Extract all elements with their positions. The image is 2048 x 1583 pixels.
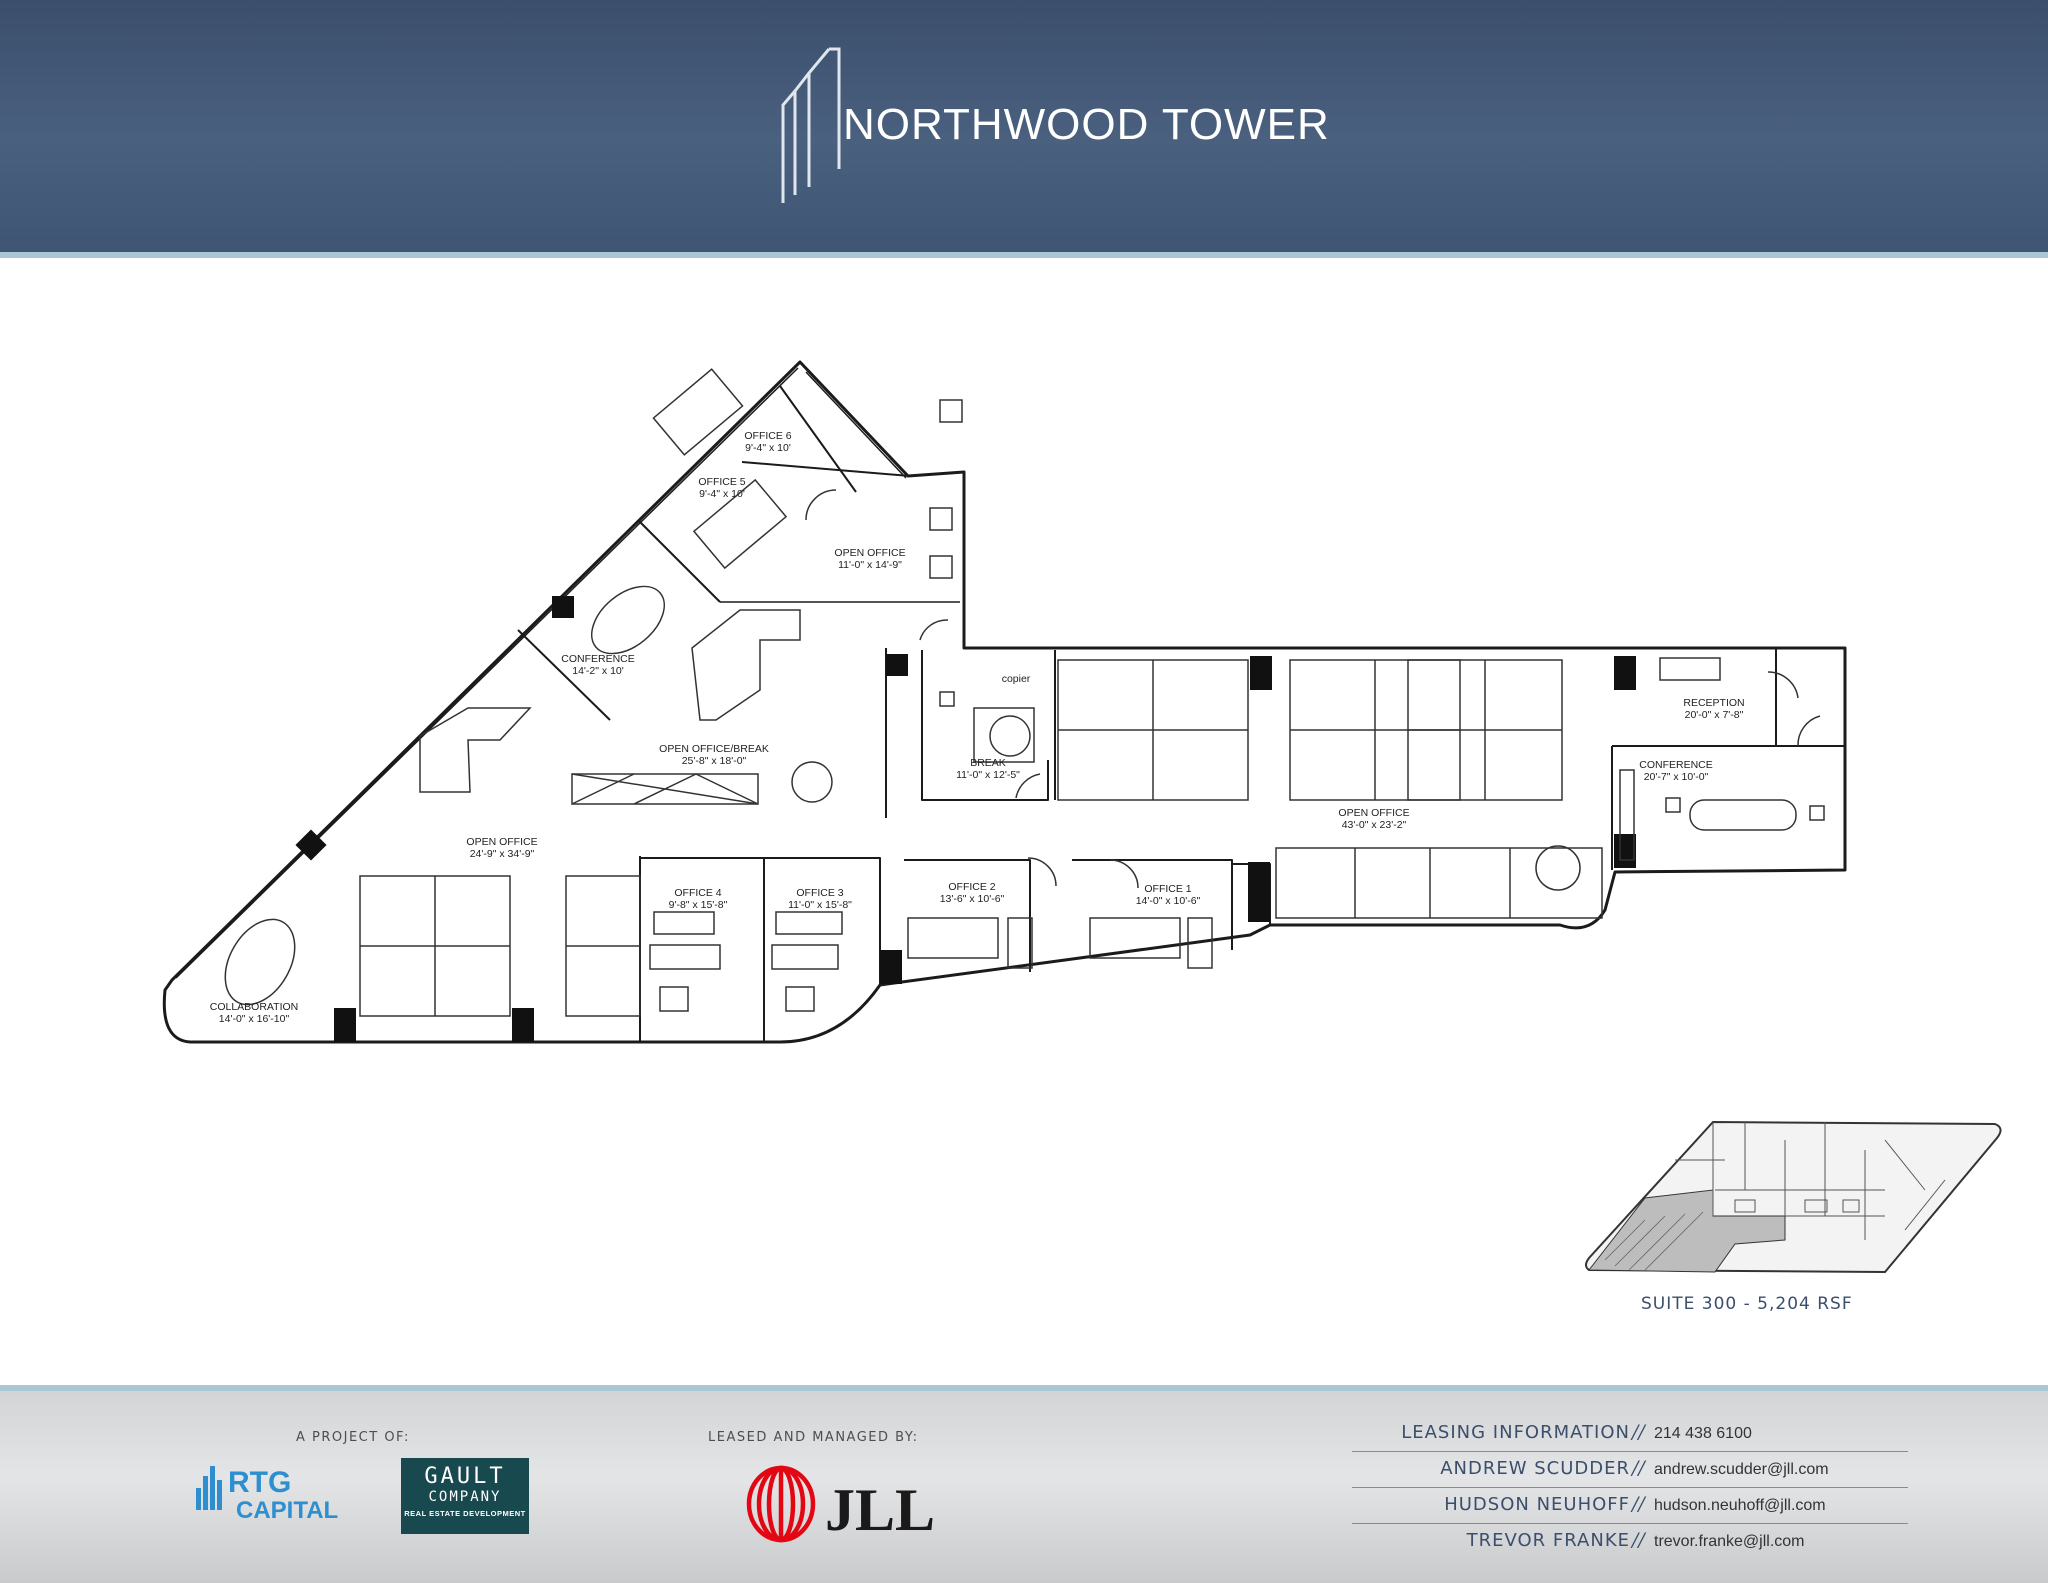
room-collaboration-name: COLLABORATION bbox=[210, 1001, 299, 1013]
jll-logo: JLL bbox=[746, 1465, 935, 1543]
header-banner: NORTHWOOD TOWER bbox=[0, 0, 2048, 252]
room-open-office-w-name: OPEN OFFICE bbox=[466, 836, 537, 848]
project-caption: A PROJECT OF: bbox=[296, 1430, 410, 1445]
floor-plan: OFFICE 6 9'-4" x 10' OFFICE 5 9'-4" x 10… bbox=[162, 360, 1847, 1044]
room-office5-size: 9'-4" x 10' bbox=[699, 488, 745, 500]
leasing-label: LEASING INFORMATION bbox=[1401, 1422, 1630, 1443]
room-break-size: 11'-0" x 12'-5" bbox=[956, 769, 1020, 781]
floor-outline bbox=[162, 360, 1847, 1044]
jll-logo-text: JLL bbox=[825, 1477, 935, 1543]
gault-logo-line3: REAL ESTATE DEVELOPMENT bbox=[404, 1509, 526, 1518]
leasing-phone: 214 438 6100 bbox=[1654, 1425, 1752, 1442]
contact-name: TREVOR FRANKE bbox=[1466, 1530, 1630, 1551]
room-open-office-ne-size: 11'-0" x 14'-9" bbox=[838, 559, 902, 571]
contact-row: TREVOR FRANKE // trevor.franke@jll.com bbox=[1352, 1524, 1908, 1560]
key-plan-map bbox=[1585, 1120, 2002, 1274]
room-office4-size: 9'-8" x 15'-8" bbox=[669, 899, 728, 911]
room-open-office-w-size: 24'-9" x 34'-9" bbox=[470, 848, 535, 860]
contact-email[interactable]: trevor.franke@jll.com bbox=[1654, 1533, 1805, 1550]
rtg-logo-line2: CAPITAL bbox=[236, 1497, 338, 1524]
managed-caption: LEASED AND MANAGED BY: bbox=[708, 1430, 919, 1445]
separator-slashes: // bbox=[1632, 1457, 1645, 1479]
contact-name: HUDSON NEUHOFF bbox=[1444, 1494, 1630, 1515]
room-conference-e-size: 20'-7" x 10'-0" bbox=[1644, 771, 1709, 783]
room-conference-w-name: CONFERENCE bbox=[561, 653, 635, 665]
room-break-name: BREAK bbox=[970, 757, 1006, 769]
contact-name: ANDREW SCUDDER bbox=[1440, 1458, 1630, 1479]
room-office4-name: OFFICE 4 bbox=[674, 887, 721, 899]
page-title: NORTHWOOD TOWER bbox=[843, 100, 1330, 149]
footer-divider bbox=[0, 1385, 2048, 1391]
contact-email[interactable]: andrew.scudder@jll.com bbox=[1654, 1461, 1829, 1478]
room-open-office-break-size: 25'-8" x 18'-0" bbox=[682, 755, 747, 767]
rtg-capital-logo: RTG CAPITAL bbox=[196, 1466, 338, 1524]
room-conference-w-size: 14'-2" x 10' bbox=[572, 665, 624, 677]
room-office3-name: OFFICE 3 bbox=[796, 887, 843, 899]
room-open-office-e-name: OPEN OFFICE bbox=[1338, 807, 1409, 819]
room-open-office-break-name: OPEN OFFICE/BREAK bbox=[659, 743, 769, 755]
room-office3-size: 11'-0" x 15'-8" bbox=[788, 899, 852, 911]
gault-logo-line1: GAULT bbox=[424, 1464, 506, 1489]
room-office6-size: 9'-4" x 10' bbox=[745, 442, 791, 454]
room-office1-name: OFFICE 1 bbox=[1144, 883, 1191, 895]
room-reception-size: 20'-0" x 7'-8" bbox=[1685, 709, 1744, 721]
room-office1-size: 14'-0" x 10'-6" bbox=[1136, 895, 1201, 907]
room-open-office-ne-name: OPEN OFFICE bbox=[834, 547, 905, 559]
room-conference-e-name: CONFERENCE bbox=[1639, 759, 1713, 771]
header-divider bbox=[0, 252, 2048, 258]
room-open-office-e-size: 43'-0" x 23'-2" bbox=[1342, 819, 1407, 831]
separator-slashes: // bbox=[1632, 1421, 1645, 1443]
room-reception-name: RECEPTION bbox=[1683, 697, 1744, 709]
room-office5-name: OFFICE 5 bbox=[698, 476, 745, 488]
leasing-row: LEASING INFORMATION // 214 438 6100 bbox=[1352, 1416, 1908, 1452]
tower-logo-icon bbox=[781, 47, 841, 203]
room-office2-size: 13'-6" x 10'-6" bbox=[940, 893, 1005, 905]
contact-email[interactable]: hudson.neuhoff@jll.com bbox=[1654, 1497, 1826, 1514]
gault-company-logo: GAULT COMPANY REAL ESTATE DEVELOPMENT bbox=[401, 1458, 529, 1534]
gault-logo-line2: COMPANY bbox=[428, 1489, 502, 1505]
room-collaboration-size: 14'-0" x 16'-10" bbox=[219, 1013, 290, 1025]
separator-slashes: // bbox=[1632, 1529, 1645, 1551]
room-office2-name: OFFICE 2 bbox=[948, 881, 995, 893]
contact-row: HUDSON NEUHOFF // hudson.neuhoff@jll.com bbox=[1352, 1488, 1908, 1524]
copier-label: copier bbox=[1002, 673, 1031, 685]
room-office6-name: OFFICE 6 bbox=[744, 430, 791, 442]
suite-label: SUITE 300 - 5,204 RSF bbox=[1641, 1294, 1853, 1314]
rtg-logo-line1: RTG bbox=[228, 1466, 291, 1499]
separator-slashes: // bbox=[1632, 1493, 1645, 1515]
contact-row: ANDREW SCUDDER // andrew.scudder@jll.com bbox=[1352, 1452, 1908, 1488]
